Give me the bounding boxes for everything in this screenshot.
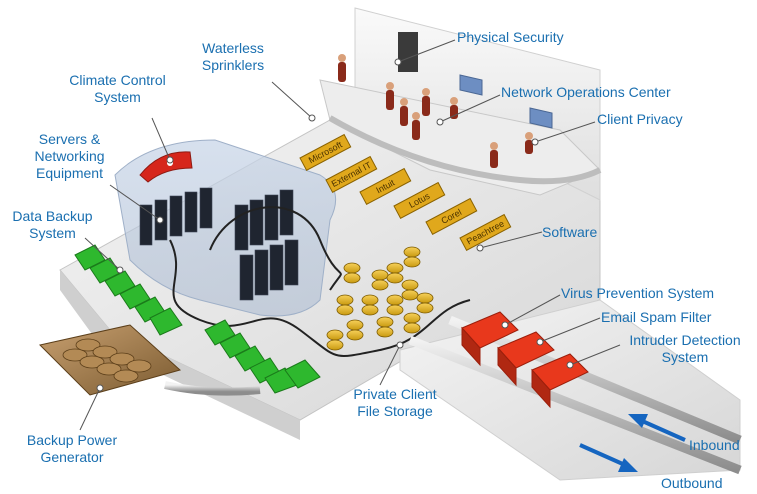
label-client-privacy: Client Privacy: [597, 111, 683, 127]
label-line: System: [29, 225, 76, 241]
label-physical-security: Physical Security: [457, 29, 564, 45]
label-line: Backup Power: [26, 432, 118, 448]
software-box-body: [393, 181, 446, 220]
label-virus-prevention: Virus Prevention System: [561, 285, 715, 301]
callout-lines: [79, 39, 621, 431]
label-software: Software: [542, 224, 598, 240]
label-email-spam-filter: Email Spam Filter: [601, 309, 712, 325]
front-slab: [60, 270, 300, 440]
server-racks: [139, 187, 299, 301]
network-pipes: [408, 315, 742, 475]
label-line: Data Backup: [12, 208, 93, 224]
label-intruder-detection: Intruder Detection System: [615, 332, 755, 366]
label-line: Networking: [34, 148, 105, 164]
data-backup-units: [74, 244, 183, 336]
label-line: File Storage: [357, 403, 433, 419]
network-cable-2: [209, 206, 342, 291]
software-box-body: [299, 133, 352, 172]
label-private-client-storage: Private Client File Storage: [340, 386, 450, 420]
outbound-arrow: [579, 443, 638, 472]
inbound-arrow: [628, 414, 686, 442]
network-cable: [169, 239, 471, 357]
label-line: System: [661, 349, 709, 365]
label-line: Servers &: [38, 131, 101, 147]
software-box: Intuit: [359, 167, 412, 206]
label-network-operations-center: Network Operations Center: [501, 84, 671, 100]
label-waterless-sprinklers: Waterless Sprinklers: [193, 40, 273, 74]
label-line: Sprinklers: [201, 57, 265, 73]
label-climate-control: Climate Control System: [55, 72, 180, 106]
label-line: System: [94, 89, 141, 105]
staff-figures: [338, 54, 533, 168]
mezzanine-edge: [328, 115, 602, 185]
security-door: [398, 32, 418, 72]
software-box-body: [359, 167, 412, 206]
software-box-body: [325, 155, 378, 194]
software-box: Corel: [425, 197, 478, 236]
label-line: Climate Control: [69, 72, 166, 88]
label-servers-networking: Servers & Networking Equipment: [22, 131, 117, 182]
monitors: [459, 74, 553, 129]
software-box-body: [425, 197, 478, 236]
label-backup-power: Backup Power Generator: [12, 432, 132, 466]
client-file-storage: [326, 246, 434, 351]
label-data-backup: Data Backup System: [5, 208, 100, 242]
label-line: Equipment: [36, 165, 103, 181]
label-inbound: Inbound: [689, 437, 740, 453]
label-line: Waterless: [202, 40, 264, 56]
label-line: Generator: [40, 449, 104, 465]
storage-units-green: [204, 319, 321, 394]
label-line: Private Client: [353, 386, 437, 402]
backup-generator: [39, 324, 261, 396]
label-outbound: Outbound: [661, 475, 723, 491]
software-box-body: [459, 213, 512, 252]
software-box: Lotus: [393, 181, 446, 220]
callout-dots: [96, 58, 574, 392]
label-line: Intruder Detection: [629, 332, 741, 348]
